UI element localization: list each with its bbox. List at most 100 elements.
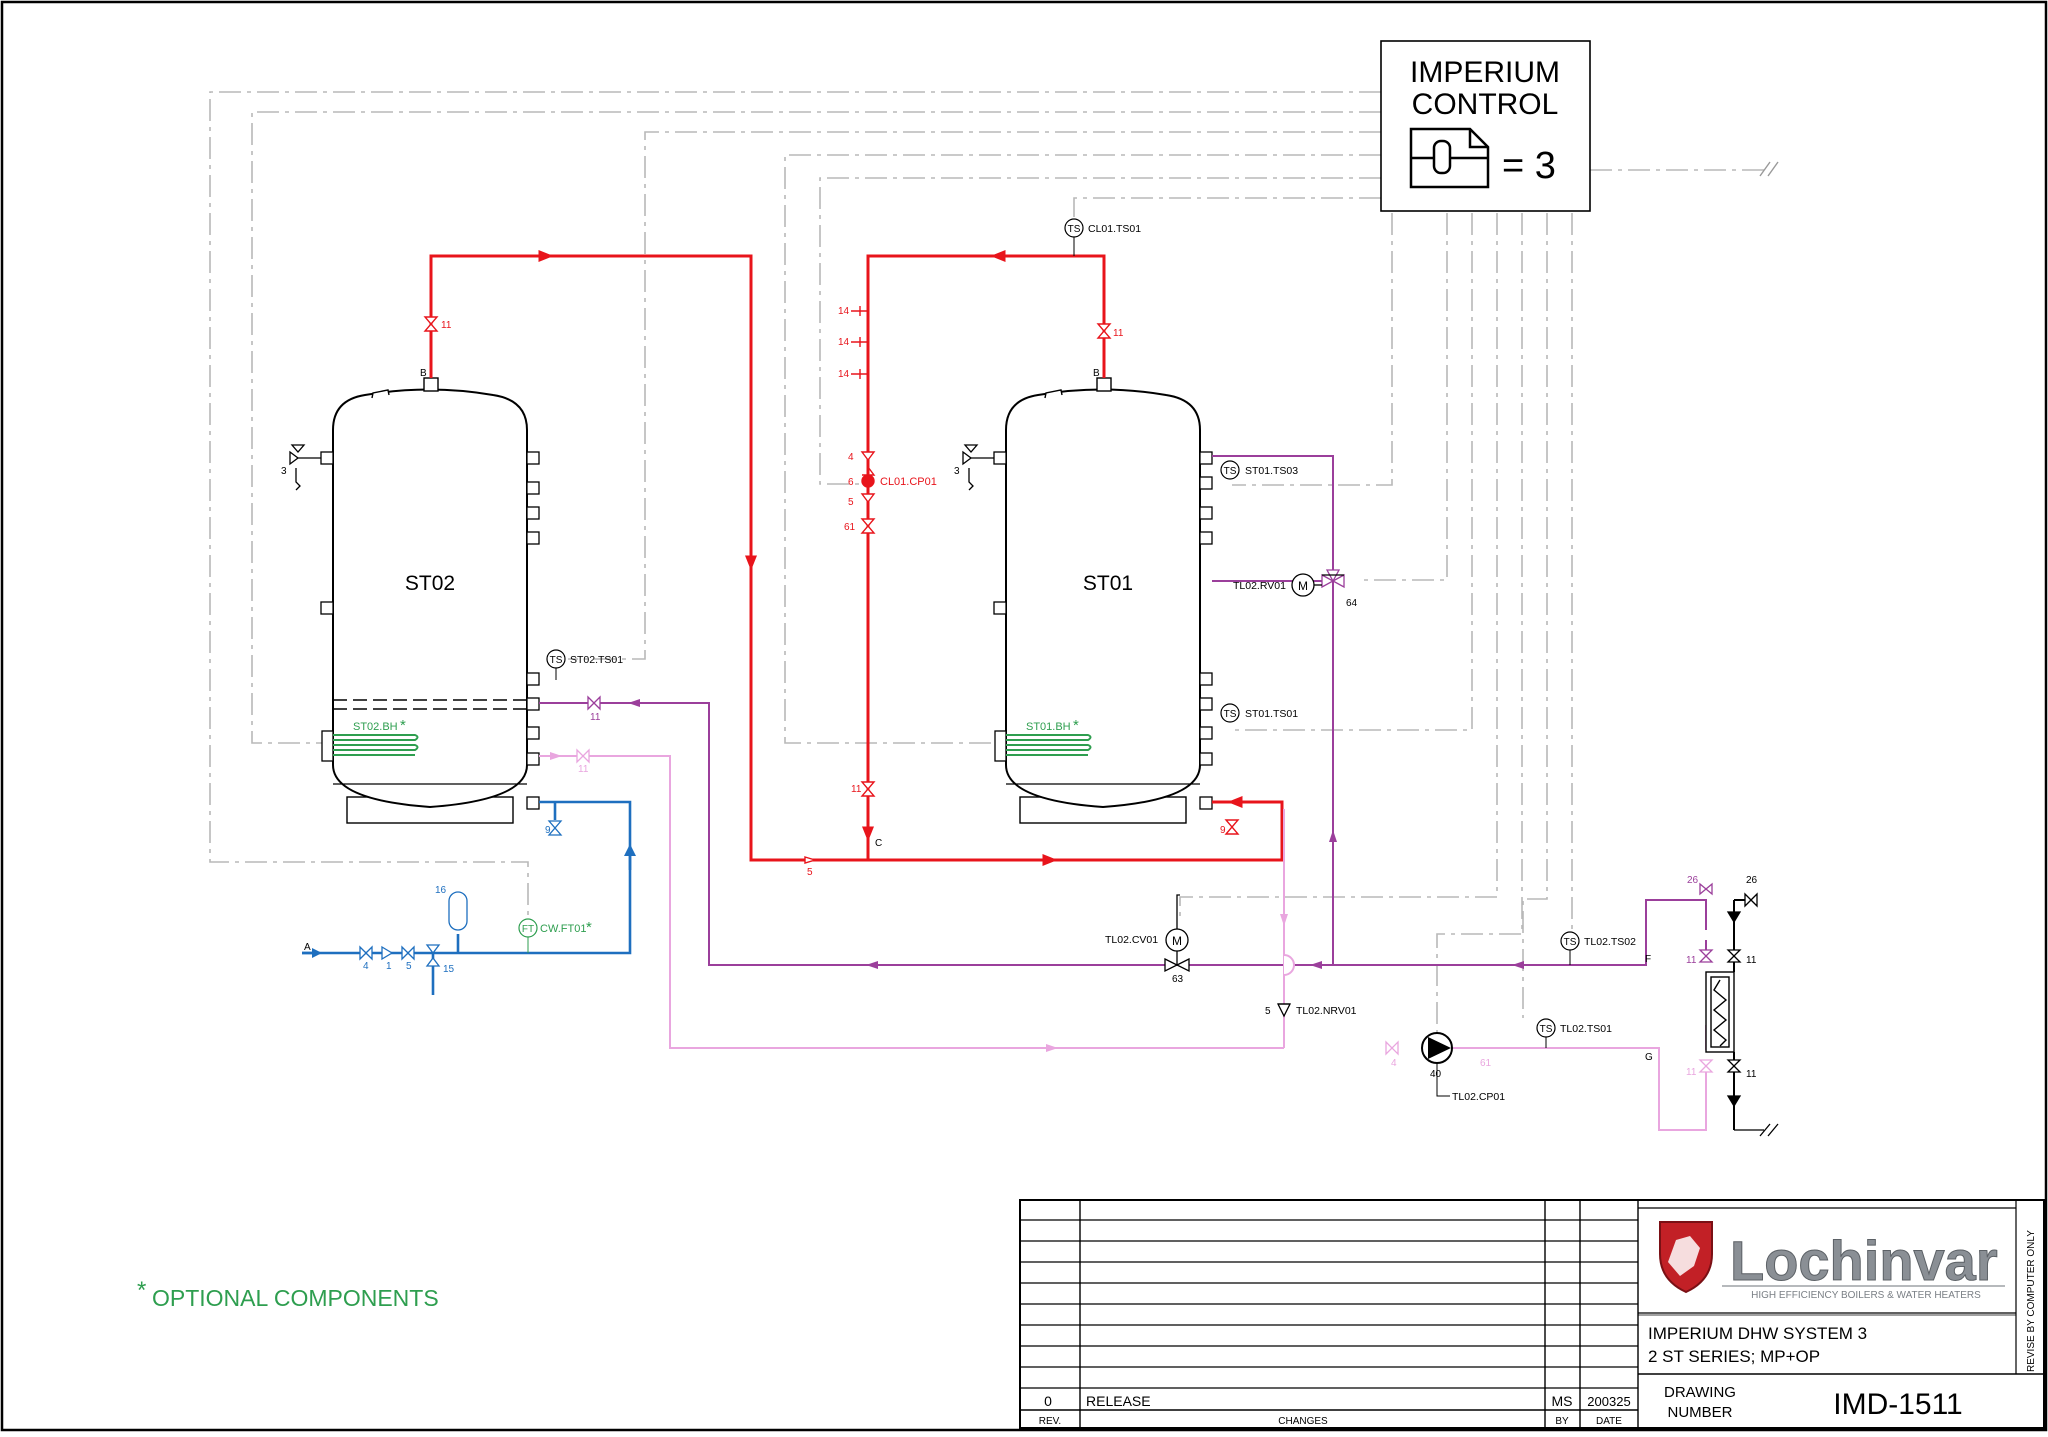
relief-valve-st01: [962, 444, 994, 491]
cold-water-labels: 16 4 1 5 15 9: [363, 825, 551, 975]
sensor-tl02-ts01: TS TL02.TS01: [1536, 1018, 1612, 1048]
drawing-number-label-2: NUMBER: [1667, 1404, 1732, 1421]
rev-by: MS: [1552, 1393, 1573, 1409]
svg-text:6: 6: [848, 477, 854, 488]
svg-text:TS: TS: [1564, 937, 1577, 948]
rev-date: 200325: [1587, 1394, 1630, 1409]
relief-valve-st02: [289, 444, 321, 491]
black-number-labels: 3 3 64 63 5 40: [281, 466, 1442, 1080]
control-wiring: [209, 91, 1768, 1040]
sensor-st01-ts01: TS ST01.TS01: [1220, 703, 1298, 723]
port-labels: B B C A F G: [304, 368, 1653, 1063]
svg-text:*: *: [137, 1277, 146, 1304]
cl01-cp01-label: CL01.CP01: [880, 476, 937, 488]
hot-water-fittings: [423, 316, 1240, 864]
svg-text:61: 61: [1480, 1058, 1492, 1069]
svg-text:ST01.TS03: ST01.TS03: [1245, 465, 1298, 477]
svg-text:TS: TS: [550, 655, 563, 666]
brand-tagline: HIGH EFFICIENCY BOILERS & WATER HEATERS: [1751, 1290, 1981, 1301]
svg-text:TS: TS: [1068, 224, 1081, 235]
svg-text:14: 14: [838, 337, 850, 348]
svg-text:TL02.RV01: TL02.RV01: [1233, 580, 1286, 592]
svg-text:1: 1: [386, 961, 392, 972]
drawing-number-label-1: DRAWING: [1664, 1384, 1736, 1401]
motor-rv01: M: [1298, 579, 1308, 593]
pipe-crossover: [1283, 954, 1295, 976]
mixing-valve: [1291, 573, 1344, 597]
tank-nozzles: [320, 451, 1213, 810]
svg-text:TL02.NRV01: TL02.NRV01: [1296, 1005, 1357, 1017]
svg-text:TS: TS: [1224, 709, 1237, 720]
revision-table: [1019, 1199, 2045, 1429]
svg-text:3: 3: [954, 466, 960, 477]
recirc-fittings: [587, 569, 1714, 963]
sensor-st02-ts01: TS ST02.TS01: [546, 649, 623, 680]
flow-sensor-cw-ft01: FT CW.FT01 *: [518, 918, 592, 953]
svg-text:11: 11: [1686, 1067, 1697, 1078]
non-return-valve: [1276, 1003, 1292, 1018]
check-valve-cv01: [1164, 894, 1190, 973]
svg-text:11: 11: [441, 320, 452, 331]
svg-text:*: *: [400, 717, 406, 734]
sensor-tl02-ts02: TS TL02.TS02: [1560, 931, 1636, 965]
electric-heater-st02: [333, 734, 419, 756]
svg-text:5: 5: [848, 497, 854, 508]
svg-text:11: 11: [1746, 1069, 1757, 1080]
svg-text:CW.FT01: CW.FT01: [540, 923, 586, 935]
svg-text:26: 26: [1746, 875, 1758, 886]
imperium-control-box: IMPERIUM CONTROL = 3: [1380, 40, 1591, 212]
drawing-title-1: IMPERIUM DHW SYSTEM 3: [1648, 1324, 1867, 1343]
electric-heater-st01: [1006, 734, 1092, 756]
svg-text:9: 9: [545, 825, 551, 836]
svg-text:4: 4: [1391, 1058, 1397, 1069]
svg-text:11: 11: [1113, 328, 1124, 339]
return-fittings: [576, 748, 1714, 1073]
svg-text:11: 11: [1686, 955, 1697, 966]
controller-icon: [1409, 127, 1490, 189]
motor-cv01: M: [1172, 934, 1182, 948]
lochinvar-logo: Lochinvar HIGH EFFICIENCY BOILERS & WATE…: [1645, 1215, 2010, 1307]
hdr-date: DATE: [1596, 1416, 1622, 1427]
tank-st02: ST02: [332, 377, 535, 824]
revise-by-computer-note: REVISE BY COMPUTER ONLY: [2026, 1230, 2037, 1372]
hdr-rev: REV.: [1039, 1416, 1061, 1427]
svg-text:OPTIONAL COMPONENTS: OPTIONAL COMPONENTS: [152, 1285, 439, 1311]
svg-text:B: B: [420, 368, 427, 379]
svg-text:ST02.TS01: ST02.TS01: [570, 654, 623, 666]
component-tags: TL02.RV01 TL02.CV01 TL02.NRV01 TL02.CP01: [1105, 580, 1505, 1103]
svg-text:3: 3: [281, 466, 287, 477]
revision-entries: 0 RELEASE MS 200325 REV. CHANGES BY DATE: [1039, 1393, 1631, 1427]
svg-text:64: 64: [1346, 598, 1358, 609]
svg-text:C: C: [875, 838, 882, 849]
control-title-1: IMPERIUM: [1410, 56, 1560, 89]
domestic-side-labels: 26 11 11: [1746, 875, 1758, 1080]
svg-text:16: 16: [435, 885, 447, 896]
svg-text:14: 14: [838, 306, 850, 317]
recirc-flow-arrows: [628, 699, 1524, 969]
svg-text:TL02.TS02: TL02.TS02: [1584, 936, 1636, 948]
svg-text:11: 11: [590, 712, 601, 723]
svg-text:B: B: [1093, 368, 1100, 379]
svg-text:ST02.BH: ST02.BH: [353, 721, 398, 733]
svg-text:A: A: [304, 942, 311, 953]
wiring-break-mark: [1759, 161, 1779, 177]
svg-text:40: 40: [1430, 1069, 1442, 1080]
cold-arrow-up: [624, 844, 636, 856]
svg-text:*: *: [586, 919, 592, 936]
svg-text:CL01.TS01: CL01.TS01: [1088, 223, 1141, 235]
svg-text:11: 11: [1746, 955, 1757, 966]
svg-text:ST01.TS01: ST01.TS01: [1245, 708, 1298, 720]
rev-number: 0: [1044, 1393, 1052, 1409]
svg-text:TS: TS: [1540, 1024, 1553, 1035]
heater-tags: ST02.BH * ST01.BH *: [353, 717, 1079, 734]
svg-text:61: 61: [844, 522, 856, 533]
svg-text:5: 5: [406, 961, 412, 972]
svg-text:5: 5: [1265, 1006, 1271, 1017]
plate-heat-exchanger: [1705, 971, 1735, 1053]
svg-text:4: 4: [848, 452, 854, 463]
svg-text:15: 15: [443, 964, 455, 975]
svg-text:TS: TS: [1224, 466, 1237, 477]
return-labels: 11 4 61 11: [578, 764, 1697, 1078]
